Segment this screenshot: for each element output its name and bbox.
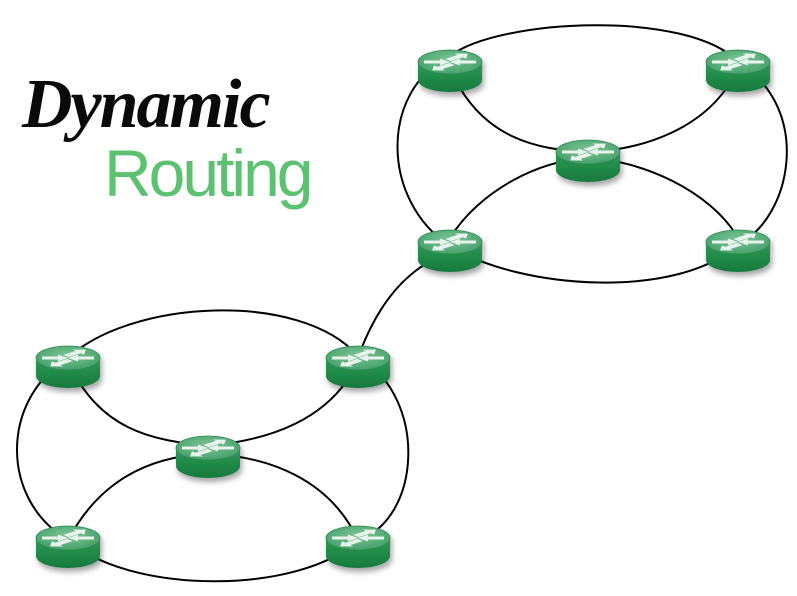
router-icon <box>175 435 241 478</box>
router-icon <box>705 49 771 92</box>
router-icon <box>555 139 621 182</box>
title-routing: Routing <box>104 136 313 210</box>
router-arrows-icon <box>424 53 476 71</box>
router-icon <box>35 525 101 568</box>
router-arrows-icon <box>42 529 94 547</box>
router-icon <box>325 345 391 388</box>
router-icon <box>705 229 771 272</box>
router-arrows-icon <box>42 349 94 367</box>
router-arrows-icon <box>712 233 764 251</box>
router-arrows-icon <box>712 53 764 71</box>
routers-layer <box>35 49 771 568</box>
router-arrows-icon <box>562 143 614 161</box>
router-arrows-icon <box>182 439 234 457</box>
title-dynamic: Dynamic <box>22 66 271 143</box>
router-arrows-icon <box>424 233 476 251</box>
router-icon <box>417 49 483 92</box>
router-icon <box>35 345 101 388</box>
router-arrows-icon <box>332 529 384 547</box>
router-icon <box>417 229 483 272</box>
router-icon <box>325 525 391 568</box>
router-arrows-icon <box>332 349 384 367</box>
